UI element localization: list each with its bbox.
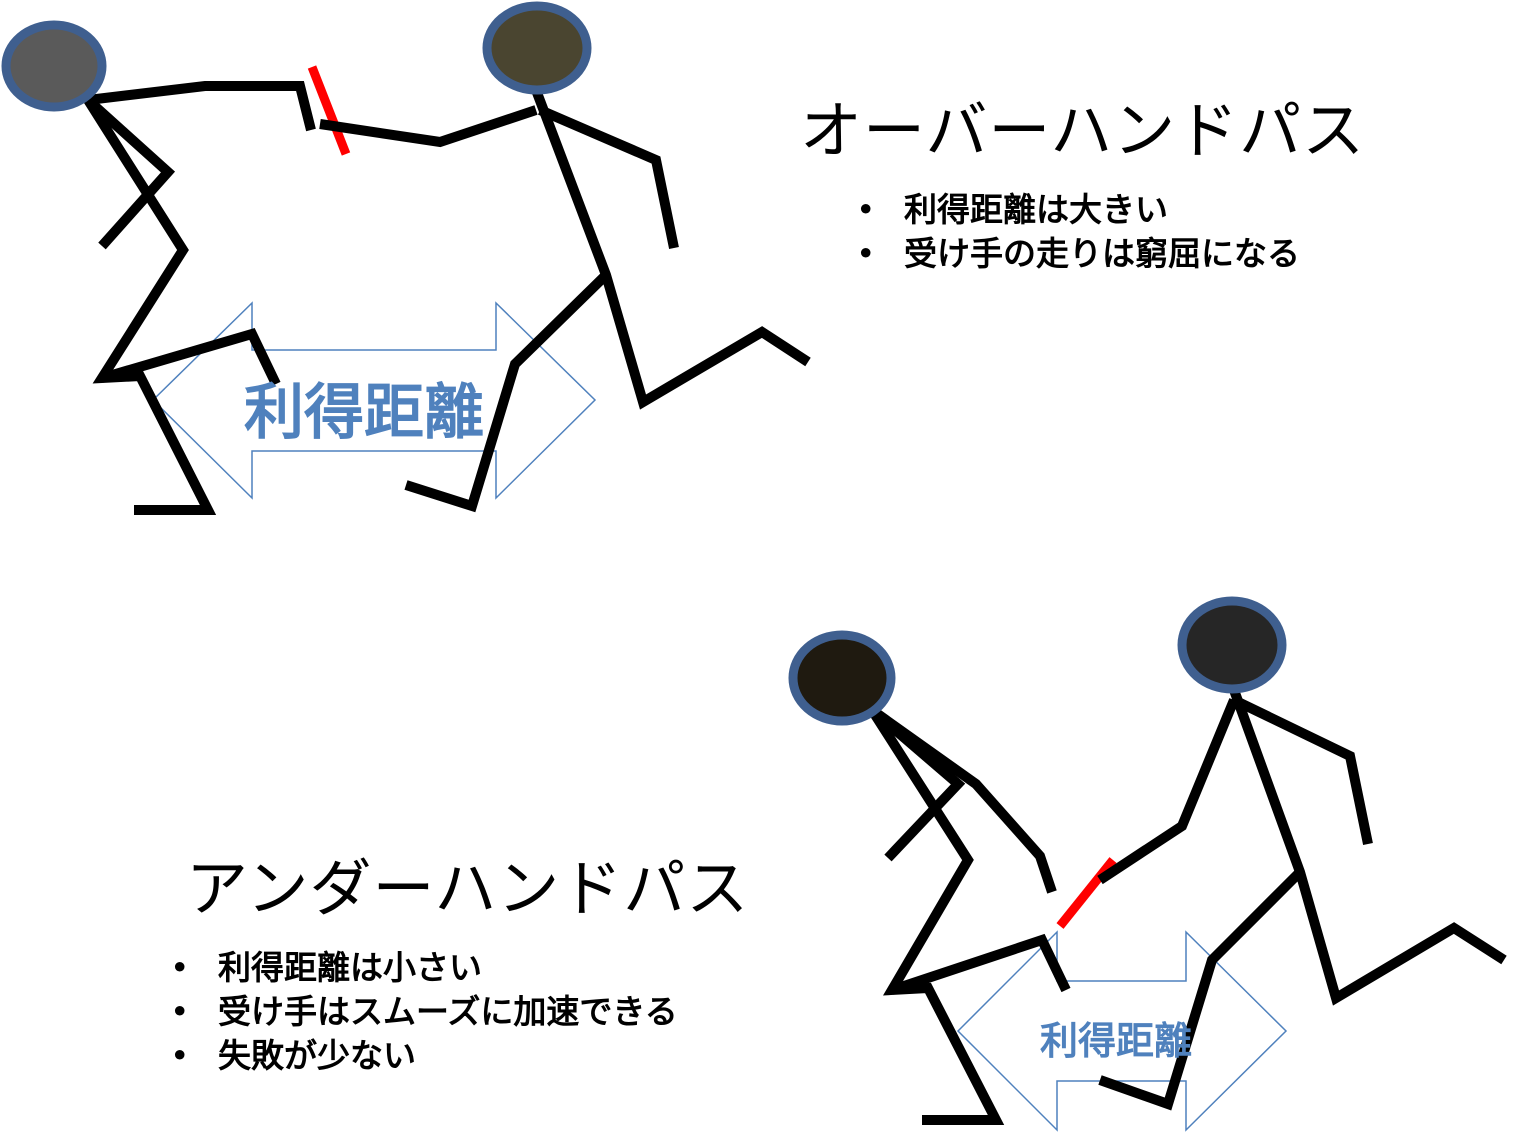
underhand-passer-figure: [867, 705, 1071, 1125]
overhand-receiver-figure: [319, 88, 811, 513]
overhand-points: 利得距離は大きい 受け手の走りは窮屈になる: [856, 188, 1300, 276]
overhand-passer-head: [1, 20, 107, 112]
underhand-arrow-label: 利得距離: [1040, 1019, 1193, 1063]
underhand-receiver-head: [1177, 596, 1287, 694]
overhand-arrow-label: 利得距離: [244, 378, 484, 448]
overhand-baton: [307, 65, 351, 156]
overhand-point: 受け手の走りは窮屈になる: [856, 232, 1300, 276]
overhand-passer-figure: [83, 81, 316, 515]
underhand-title: アンダーハンドパス: [186, 852, 750, 925]
overhand-title: オーバーハンドパス: [800, 94, 1366, 167]
underhand-point: 受け手はスムーズに加速できる: [170, 990, 678, 1034]
underhand-receiver-figure: [1097, 688, 1507, 1111]
underhand-point: 利得距離は小さい: [170, 946, 678, 990]
overhand-receiver-head: [482, 1, 592, 95]
underhand-passer-head: [788, 630, 896, 726]
underhand-points: 利得距離は小さい 受け手はスムーズに加速できる 失敗が少ない: [170, 946, 678, 1078]
underhand-point: 失敗が少ない: [170, 1034, 678, 1078]
overhand-point: 利得距離は大きい: [856, 188, 1300, 232]
underhand-baton: [1056, 857, 1117, 929]
